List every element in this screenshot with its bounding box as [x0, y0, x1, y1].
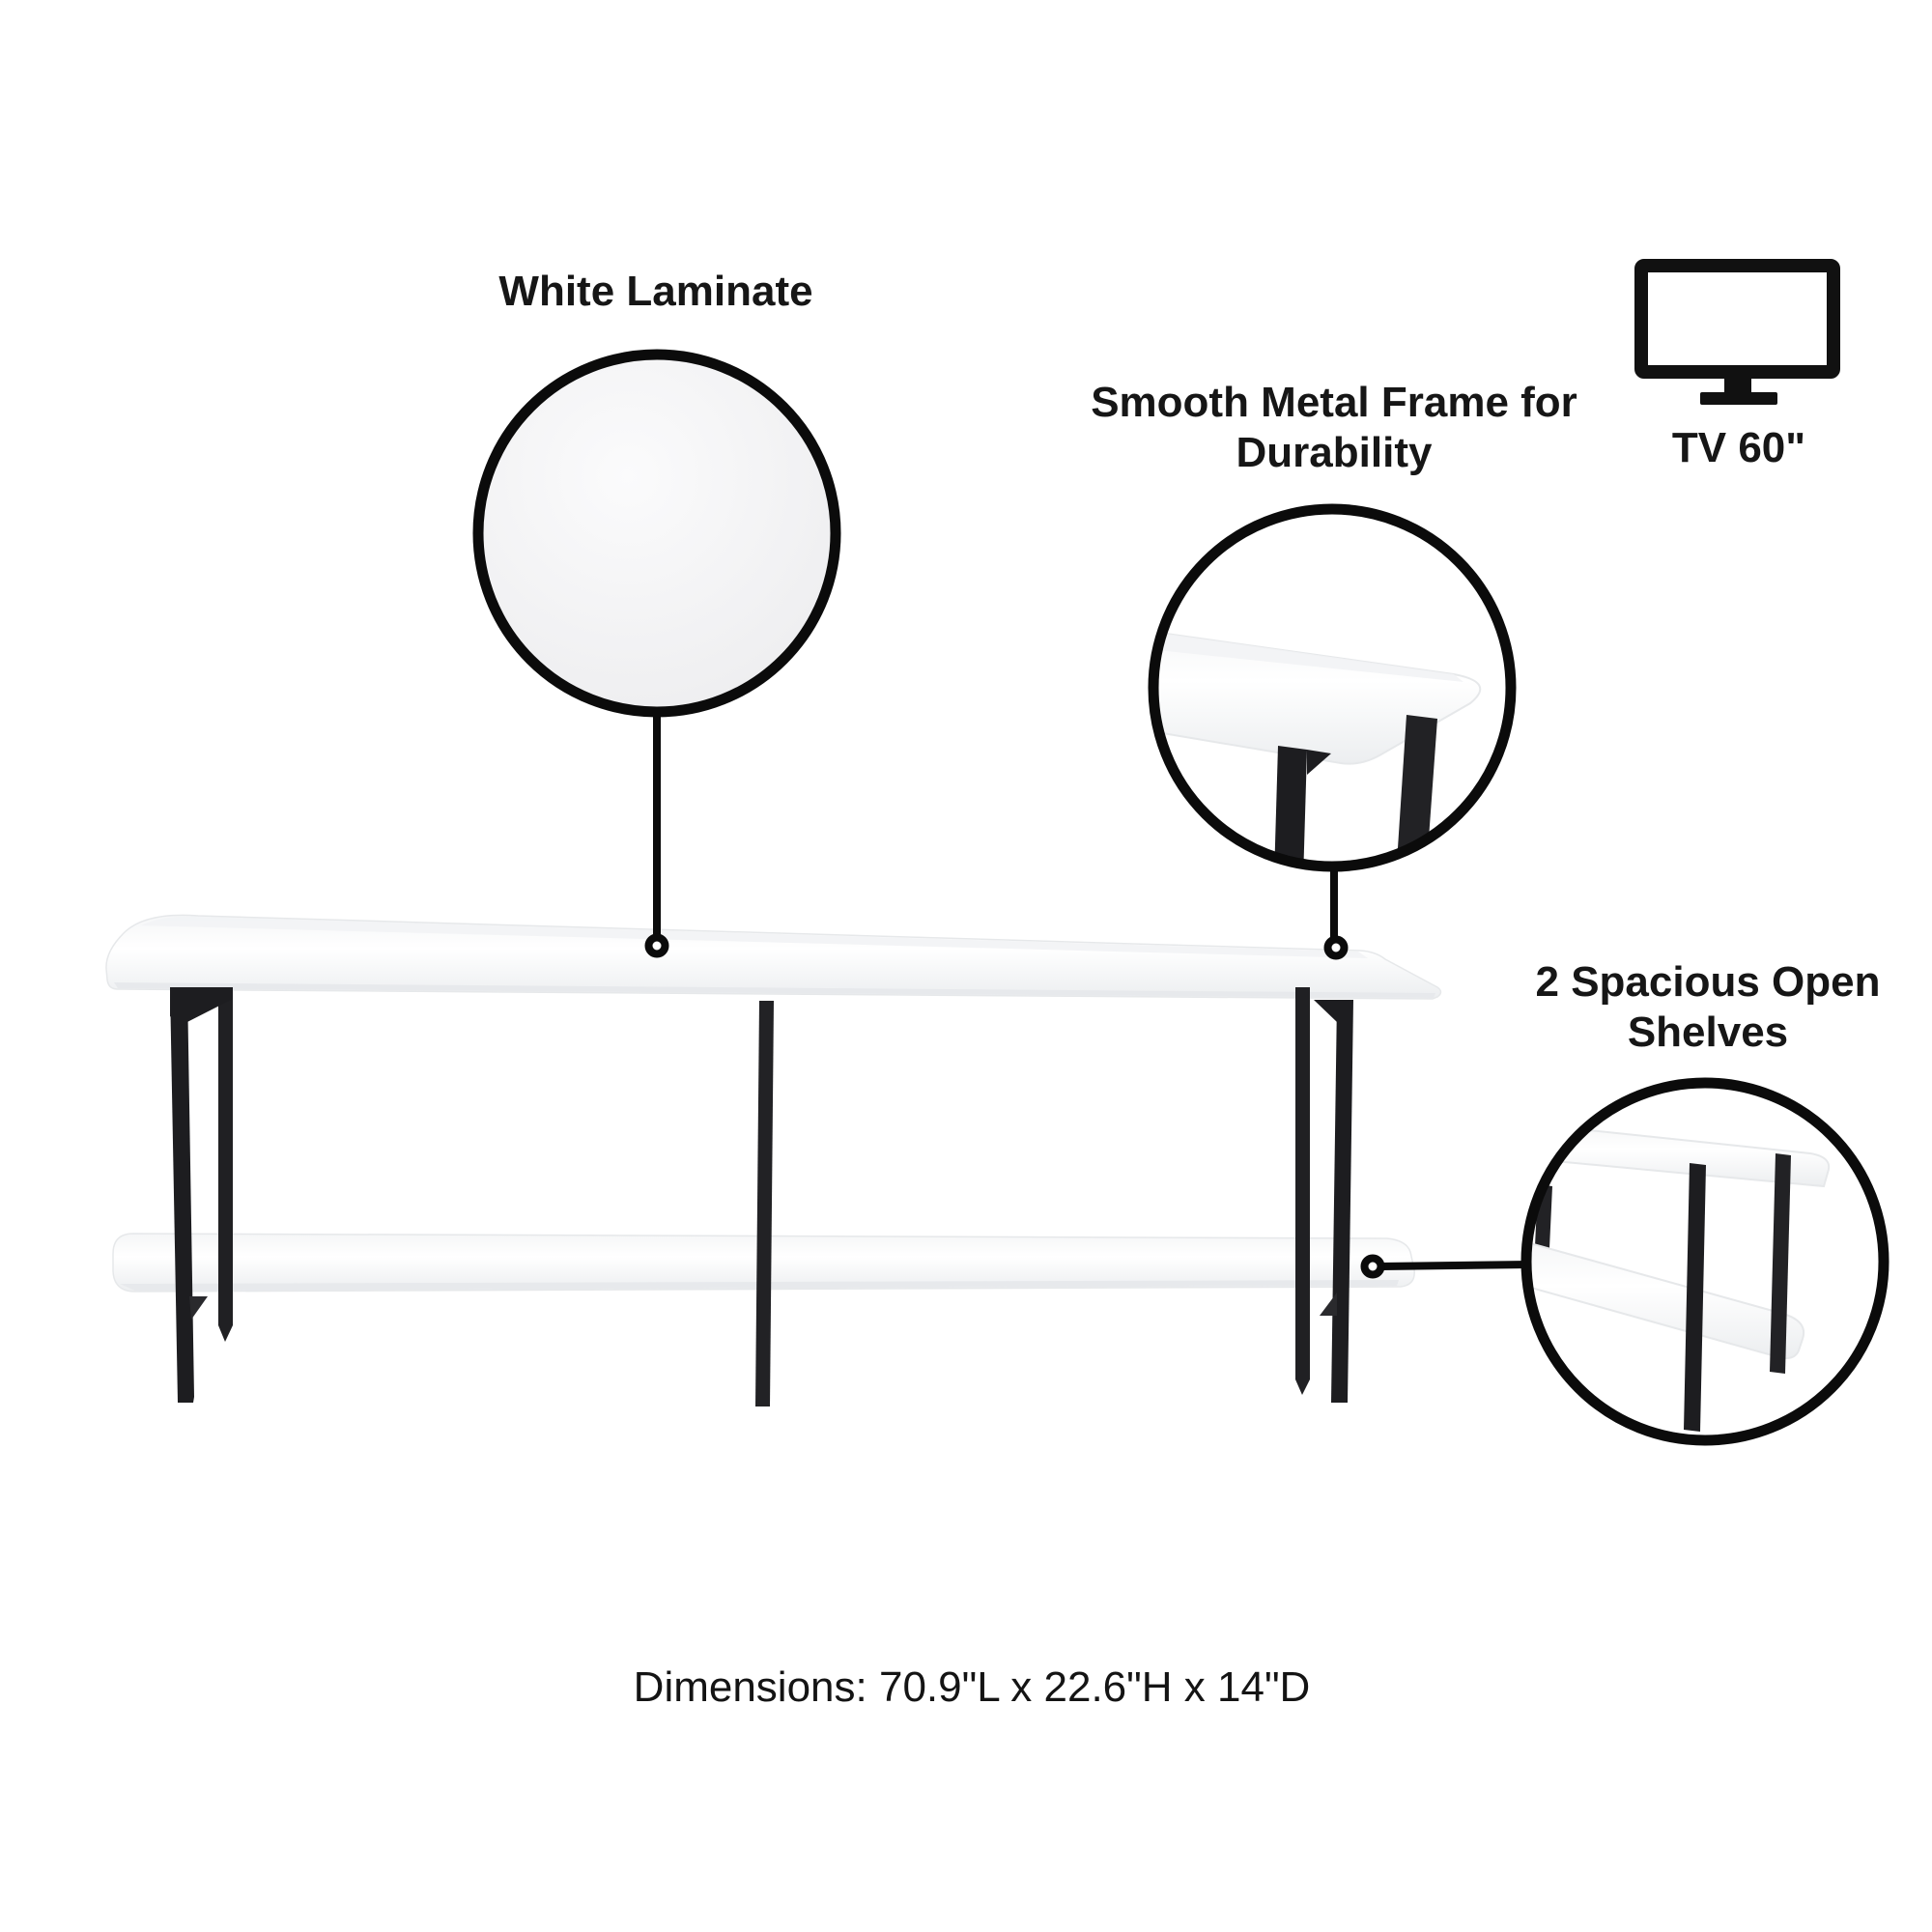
- detail-shelf-leg-center: [1684, 1163, 1706, 1432]
- table-leg-left-top-bracket: [170, 987, 233, 1026]
- callout-circle-white-laminate: [472, 349, 841, 718]
- label-open-shelves-line1: 2 Spacious Open: [1535, 958, 1881, 1006]
- callout-node-open-shelves: [1360, 1254, 1385, 1279]
- table-leg-right-front: [1331, 1000, 1353, 1403]
- callout-detail-open-shelves: [1526, 1083, 1884, 1440]
- callout-node-white-laminate: [644, 933, 669, 958]
- callout-circle-metal-frame: [1148, 503, 1517, 872]
- callout-open-shelves: [1360, 1077, 1889, 1446]
- shelf-bracket-left: [189, 1296, 208, 1320]
- tv-badge: [1634, 259, 1840, 405]
- detail-leg-rear-bracket: [1307, 750, 1331, 775]
- label-metal-frame-line1: Smooth Metal Frame for: [1091, 379, 1577, 426]
- dimensions-text: Dimensions: 70.9"L x 22.6"H x 14"D: [633, 1663, 1311, 1711]
- callout-node-metal-frame: [1323, 935, 1349, 960]
- callout-circle-open-shelves: [1520, 1077, 1889, 1446]
- table-top-slab: [105, 914, 1442, 1000]
- label-open-shelves: 2 Spacious Open Shelves: [1536, 957, 1881, 1058]
- shelf-bracket-right: [1320, 1293, 1337, 1316]
- tv-icon-base: [1700, 392, 1777, 405]
- table-leg-middle: [755, 1001, 774, 1406]
- table-leg-left-rear: [218, 987, 233, 1342]
- detail-leg-front: [1398, 715, 1437, 852]
- table-leg-right-rear: [1295, 987, 1310, 1395]
- label-tv-size: TV 60": [1671, 424, 1806, 471]
- tv-icon-screen: [1634, 259, 1840, 379]
- label-metal-frame: Smooth Metal Frame for Durability: [1091, 378, 1577, 478]
- detail-tabletop-corner-tint: [1153, 626, 1463, 682]
- callout-line-open-shelves: [1378, 1261, 1534, 1270]
- callout-detail-metal-frame: [1153, 509, 1511, 867]
- detail-shelf-leg-right: [1770, 1153, 1791, 1374]
- table-leg-right-top-bracket: [1314, 1000, 1337, 1022]
- table-leg-left-front: [170, 987, 194, 1403]
- table-top-surface-tint: [141, 916, 1368, 958]
- label-open-shelves-line2: Shelves: [1627, 1009, 1789, 1056]
- label-metal-frame-line2: Durability: [1236, 429, 1433, 476]
- tv-icon-stem: [1724, 377, 1751, 394]
- detail-leg-rear: [1274, 746, 1307, 867]
- detail-top-shelf-slab: [1533, 1122, 1831, 1188]
- label-white-laminate: White Laminate: [498, 268, 813, 315]
- console-table-illustration: [105, 914, 1442, 1406]
- table-top-bottom-shadow: [114, 982, 1435, 998]
- callout-metal-frame: [1148, 503, 1517, 960]
- callout-white-laminate: [472, 349, 841, 958]
